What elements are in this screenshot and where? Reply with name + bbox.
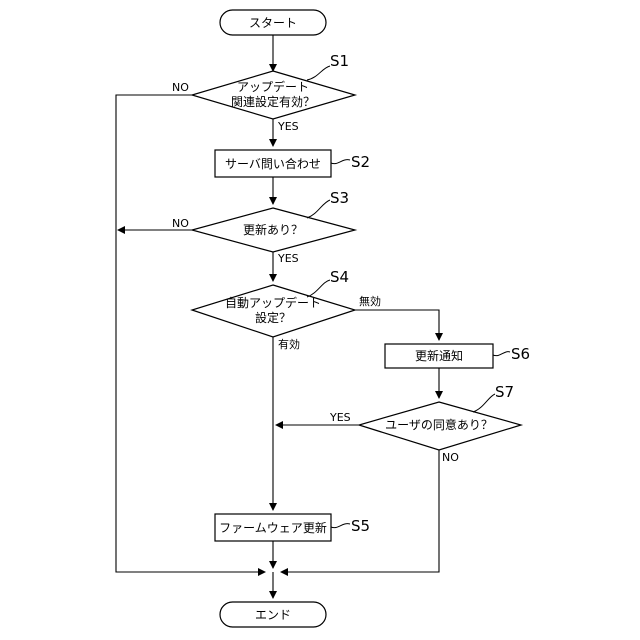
step-label-s2: S2	[351, 153, 370, 171]
step-label-s6: S6	[511, 345, 530, 363]
start-terminal: スタート	[220, 10, 326, 35]
edge-label-s4-enabled: 有効	[278, 337, 300, 351]
decision-s1: アップデート 関連設定有効？	[192, 71, 355, 119]
start-label: スタート	[249, 16, 297, 30]
edge-label-s7-no: NO	[442, 451, 459, 464]
step-labels: S1 S2 S3 S4 S6 S7 S5	[307, 52, 530, 535]
decision-s4: 自動アップデート 設定？	[192, 285, 355, 337]
leader-s4	[307, 280, 330, 297]
end-terminal: エンド	[220, 602, 326, 627]
leader-s1	[307, 66, 330, 80]
edge-label-s7-yes: YES	[329, 411, 351, 424]
process-s2-label: サーバ問い合わせ	[225, 156, 321, 171]
decision-s3-label: 更新あり？	[243, 222, 303, 237]
decision-s1-line2: 関連設定有効？	[231, 94, 315, 109]
edge-label-s1-no: NO	[172, 81, 189, 94]
edge-labels: NO YES NO YES 無効 有効 YES NO	[172, 81, 459, 464]
process-s6-label: 更新通知	[415, 348, 463, 363]
decision-s3: 更新あり？	[192, 208, 355, 252]
decision-s4-line1: 自動アップデート	[225, 295, 321, 310]
process-s2: サーバ問い合わせ	[215, 150, 331, 177]
step-label-s7: S7	[495, 383, 514, 401]
step-label-s4: S4	[330, 268, 349, 286]
step-label-s5: S5	[351, 517, 370, 535]
decision-s7-label: ユーザの同意あり？	[385, 417, 493, 432]
decision-s7: ユーザの同意あり？	[359, 402, 521, 450]
edge-label-s4-disabled: 無効	[359, 294, 381, 308]
process-s6: 更新通知	[385, 344, 493, 368]
leader-s5	[331, 524, 350, 528]
end-label: エンド	[255, 608, 291, 622]
edge-s7-no	[281, 450, 439, 572]
edge-label-s1-yes: YES	[277, 120, 299, 133]
decision-s4-line2: 設定？	[255, 310, 291, 325]
leader-s2	[331, 160, 350, 164]
edge-s4-disabled	[355, 310, 439, 340]
leader-s3	[307, 200, 330, 218]
leader-s6	[493, 352, 510, 356]
decision-s1-line1: アップデート	[237, 79, 309, 94]
step-label-s3: S3	[330, 189, 349, 207]
edge-label-s3-no: NO	[172, 217, 189, 230]
process-s5-label: ファームウェア更新	[219, 520, 327, 535]
step-label-s1: S1	[330, 52, 349, 70]
leader-s7	[473, 394, 495, 412]
process-s5: ファームウェア更新	[215, 514, 331, 541]
edge-label-s3-yes: YES	[277, 252, 299, 265]
